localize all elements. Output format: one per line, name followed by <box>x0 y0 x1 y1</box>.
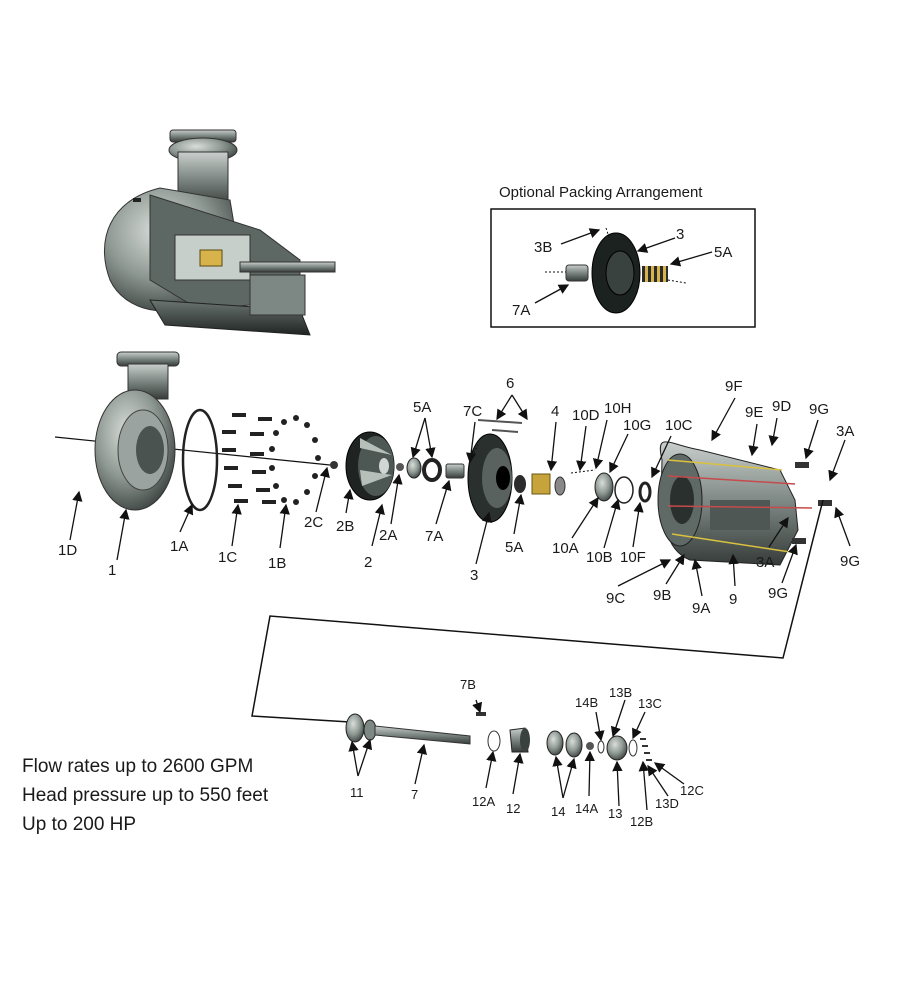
impeller <box>345 431 395 501</box>
label-14b: 14B <box>575 695 598 710</box>
label-10c: 10C <box>665 417 693 434</box>
spec-horsepower: Up to 200 HP <box>22 814 137 835</box>
label-10d: 10D <box>572 407 600 424</box>
packing-sleeve <box>565 264 589 282</box>
lockwasher-14b <box>597 740 605 754</box>
packing-title: Optional Packing Arrangement <box>499 184 703 201</box>
main-exploded-assembly <box>54 351 832 723</box>
label-14: 14 <box>551 804 565 819</box>
leader-arrows <box>69 394 851 811</box>
shaft-7 <box>374 725 471 745</box>
key-7b <box>476 712 486 716</box>
bearing-cover-parts <box>570 469 652 504</box>
backplate <box>467 433 513 523</box>
label-opt-3b: 3B <box>534 239 552 256</box>
label-9a: 9A <box>692 600 710 617</box>
label-11: 11 <box>350 785 364 800</box>
label-4: 4 <box>551 403 559 420</box>
packing-rings <box>642 266 668 282</box>
label-13d: 13D <box>655 796 679 811</box>
label-2c: 2C <box>304 514 323 531</box>
label-9e: 9E <box>745 404 763 421</box>
bearing-cover-13 <box>606 735 628 761</box>
casing-bolts <box>222 413 276 504</box>
label-7: 7 <box>411 787 418 802</box>
label-12b: 12B <box>630 814 653 829</box>
label-12a: 12A <box>472 794 495 809</box>
label-9f: 9F <box>725 378 743 395</box>
label-7a: 7A <box>425 528 443 545</box>
bearing-housing-12 <box>509 727 530 753</box>
bearing-14-a <box>546 730 564 756</box>
label-1d: 1D <box>58 542 77 559</box>
casing-nuts <box>269 415 321 505</box>
optional-packing-box: Optional Packing Arrangement <box>490 184 756 328</box>
bearing-frame <box>657 441 832 566</box>
screws-12c <box>640 738 652 761</box>
label-1a: 1A <box>170 538 188 555</box>
backplate-screws-6 <box>477 419 523 424</box>
label-7b: 7B <box>460 677 476 692</box>
rotating-assembly <box>345 712 652 761</box>
label-opt-7a: 7A <box>512 302 530 319</box>
label-1: 1 <box>108 562 116 579</box>
casing-gasket <box>181 408 219 512</box>
label-9d: 9D <box>772 398 791 415</box>
label-9g-top: 9G <box>809 401 829 418</box>
label-2b: 2B <box>336 518 354 535</box>
seal-13b <box>628 739 638 757</box>
label-2: 2 <box>364 554 372 571</box>
impeller-nut-2c <box>330 461 338 469</box>
part-labels: 1D 1 1A 1C 1B 2C 2B 2 2A 5A 7A 7C 6 3 5A… <box>58 226 860 829</box>
spec-head-pressure: Head pressure up to 550 feet <box>22 785 269 806</box>
bearing-11 <box>345 713 365 743</box>
label-opt-5a: 5A <box>714 244 732 261</box>
label-3a-top: 3A <box>836 423 854 440</box>
label-9g-right: 9G <box>840 553 860 570</box>
label-10g: 10G <box>623 417 651 434</box>
label-12: 12 <box>506 801 520 816</box>
label-1c: 1C <box>218 549 237 566</box>
label-13: 13 <box>608 806 622 821</box>
label-14a: 14A <box>575 801 598 816</box>
pump-specifications: Flow rates up to 2600 GPM Head pressure … <box>22 752 268 839</box>
mechanical-seal <box>514 473 566 496</box>
seal-parts-5a <box>406 457 442 482</box>
label-9: 9 <box>729 591 737 608</box>
label-3a-bot: 3A <box>756 554 774 571</box>
label-9b: 9B <box>653 587 671 604</box>
label-6: 6 <box>506 375 514 392</box>
spec-flow-rate: Flow rates up to 2600 GPM <box>22 756 254 777</box>
shaft-sleeve-7a <box>445 463 465 479</box>
bearing-14-b <box>565 732 583 758</box>
washer-14a <box>586 742 594 750</box>
label-13c: 13C <box>638 696 662 711</box>
label-7c: 7C <box>463 403 482 420</box>
label-10b: 10B <box>586 549 613 566</box>
label-9c: 9C <box>606 590 625 607</box>
label-1b: 1B <box>268 555 286 572</box>
label-9g-bot: 9G <box>768 585 788 602</box>
label-10a: 10A <box>552 540 579 557</box>
label-12c: 12C <box>680 783 704 798</box>
label-opt-3: 3 <box>676 226 684 243</box>
cutaway-pump-illustration <box>103 129 336 336</box>
connector-line <box>251 499 824 723</box>
oring-12a <box>487 730 501 752</box>
impeller-washer-2a <box>396 463 404 471</box>
label-5a-bot: 5A <box>505 539 523 556</box>
label-10f: 10F <box>620 549 646 566</box>
packing-frame <box>490 208 756 328</box>
pump-casing <box>94 351 180 511</box>
label-3: 3 <box>470 567 478 584</box>
label-10h: 10H <box>604 400 632 417</box>
label-13b: 13B <box>609 685 632 700</box>
label-5a-top: 5A <box>413 399 431 416</box>
label-2a: 2A <box>379 527 397 544</box>
